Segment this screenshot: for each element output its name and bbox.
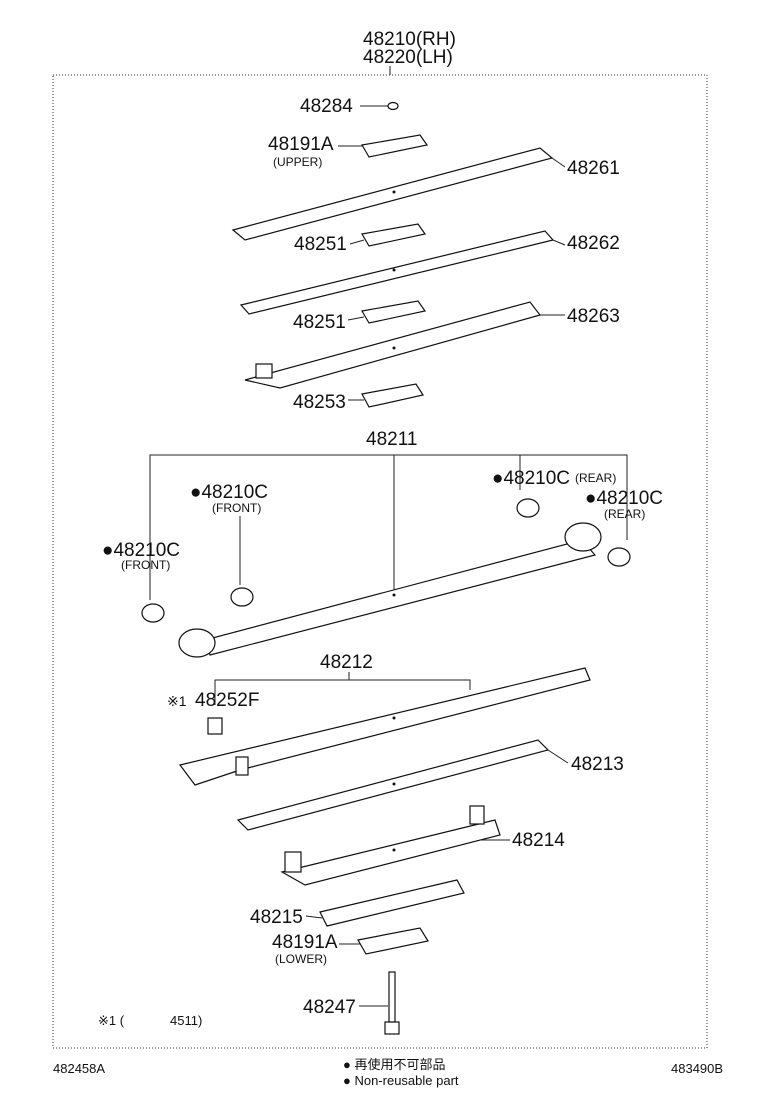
label-48247[interactable]: 48247 bbox=[303, 997, 356, 1018]
clip-48212 bbox=[235, 756, 249, 776]
bracket-48212 bbox=[214, 679, 471, 705]
center-hole bbox=[392, 593, 396, 597]
center-hole bbox=[392, 190, 396, 194]
note-front-a: (FRONT) bbox=[212, 501, 261, 515]
center-hole bbox=[392, 716, 396, 720]
nut-48284 bbox=[387, 101, 399, 111]
label-48215[interactable]: 48215 bbox=[250, 907, 303, 928]
label-48212[interactable]: 48212 bbox=[320, 652, 373, 673]
clip-48252F bbox=[207, 717, 223, 735]
leaf-48212 bbox=[178, 667, 591, 786]
leader-48261 bbox=[551, 157, 566, 168]
label-48252F-mark: ※1 bbox=[167, 693, 187, 709]
eye-front bbox=[178, 628, 216, 658]
plate-48253 bbox=[361, 383, 424, 408]
footnote-mark: ※1 ( bbox=[98, 1013, 125, 1028]
footer-left-code: 482458A bbox=[53, 1061, 105, 1076]
center-hole bbox=[392, 848, 396, 852]
bushing-front-b bbox=[141, 603, 165, 623]
leaf-48262 bbox=[239, 230, 555, 315]
label-48213[interactable]: 48213 bbox=[571, 754, 624, 775]
legend-english: ● Non-reusable part bbox=[343, 1073, 459, 1088]
plate-48251-b bbox=[361, 300, 427, 324]
label-48210C-rear-b[interactable]: ●48210C bbox=[585, 488, 663, 509]
label-48214[interactable]: 48214 bbox=[512, 830, 565, 851]
note-upper: (UPPER) bbox=[273, 155, 322, 169]
clip-48214-front bbox=[284, 851, 302, 873]
bolt-head-48247 bbox=[384, 1021, 400, 1035]
label-48251-a[interactable]: 48251 bbox=[294, 234, 347, 255]
label-48252F[interactable]: 48252F bbox=[195, 690, 259, 711]
label-48263[interactable]: 48263 bbox=[567, 306, 620, 327]
bracket-48211 bbox=[149, 454, 628, 600]
plate-48251-a bbox=[361, 223, 427, 247]
plate-48191A-lower bbox=[357, 927, 429, 955]
label-48251-b[interactable]: 48251 bbox=[293, 312, 346, 333]
leader-48262 bbox=[552, 239, 566, 246]
footer-right-code: 483490B bbox=[671, 1061, 723, 1076]
title-rh: 48210(RH) bbox=[363, 29, 456, 50]
title-lh: 48220(LH) bbox=[363, 47, 453, 68]
note-front-b: (FRONT) bbox=[121, 558, 170, 572]
label-48210C-front-b[interactable]: ●48210C bbox=[102, 540, 180, 561]
legend-japanese: ● 再使用不可部品 bbox=[343, 1057, 445, 1072]
label-48211[interactable]: 48211 bbox=[366, 429, 417, 450]
plate-48191A-upper bbox=[361, 134, 429, 158]
label-48261[interactable]: 48261 bbox=[567, 158, 620, 179]
center-hole bbox=[392, 346, 396, 350]
note-rear-b: (REAR) bbox=[604, 507, 645, 521]
bushing-rear-a bbox=[516, 498, 540, 518]
label-48210C-front-a[interactable]: ●48210C bbox=[190, 482, 268, 503]
footnote-text: 4511) bbox=[170, 1013, 202, 1028]
label-48284[interactable]: 48284 bbox=[300, 96, 353, 117]
label-48210C-rear-a[interactable]: ●48210C bbox=[492, 468, 570, 489]
clip-48263 bbox=[255, 363, 273, 379]
plate-48215 bbox=[319, 879, 465, 927]
leader-48251-b bbox=[347, 316, 365, 321]
leader-48251-a bbox=[349, 239, 365, 245]
leader-48215 bbox=[305, 915, 323, 919]
eye-rear bbox=[564, 522, 602, 552]
label-48253[interactable]: 48253 bbox=[293, 392, 346, 413]
note-lower: (LOWER) bbox=[275, 952, 327, 966]
bushing-rear-b bbox=[607, 547, 631, 567]
label-48191A-upper[interactable]: 48191A bbox=[268, 134, 334, 155]
leader-48213 bbox=[547, 749, 569, 764]
label-48262[interactable]: 48262 bbox=[567, 233, 620, 254]
clip-48214-rear bbox=[469, 805, 485, 825]
note-rear-a: (REAR) bbox=[575, 471, 616, 485]
assembly-frame bbox=[52, 74, 708, 1049]
leaf-48211 bbox=[204, 539, 597, 656]
bushing-front-a bbox=[230, 587, 254, 607]
leaf-48214 bbox=[280, 819, 501, 886]
bolt-48247 bbox=[388, 971, 396, 1023]
label-48191A-lower[interactable]: 48191A bbox=[272, 932, 338, 953]
center-hole bbox=[392, 782, 396, 786]
center-hole bbox=[392, 268, 396, 272]
